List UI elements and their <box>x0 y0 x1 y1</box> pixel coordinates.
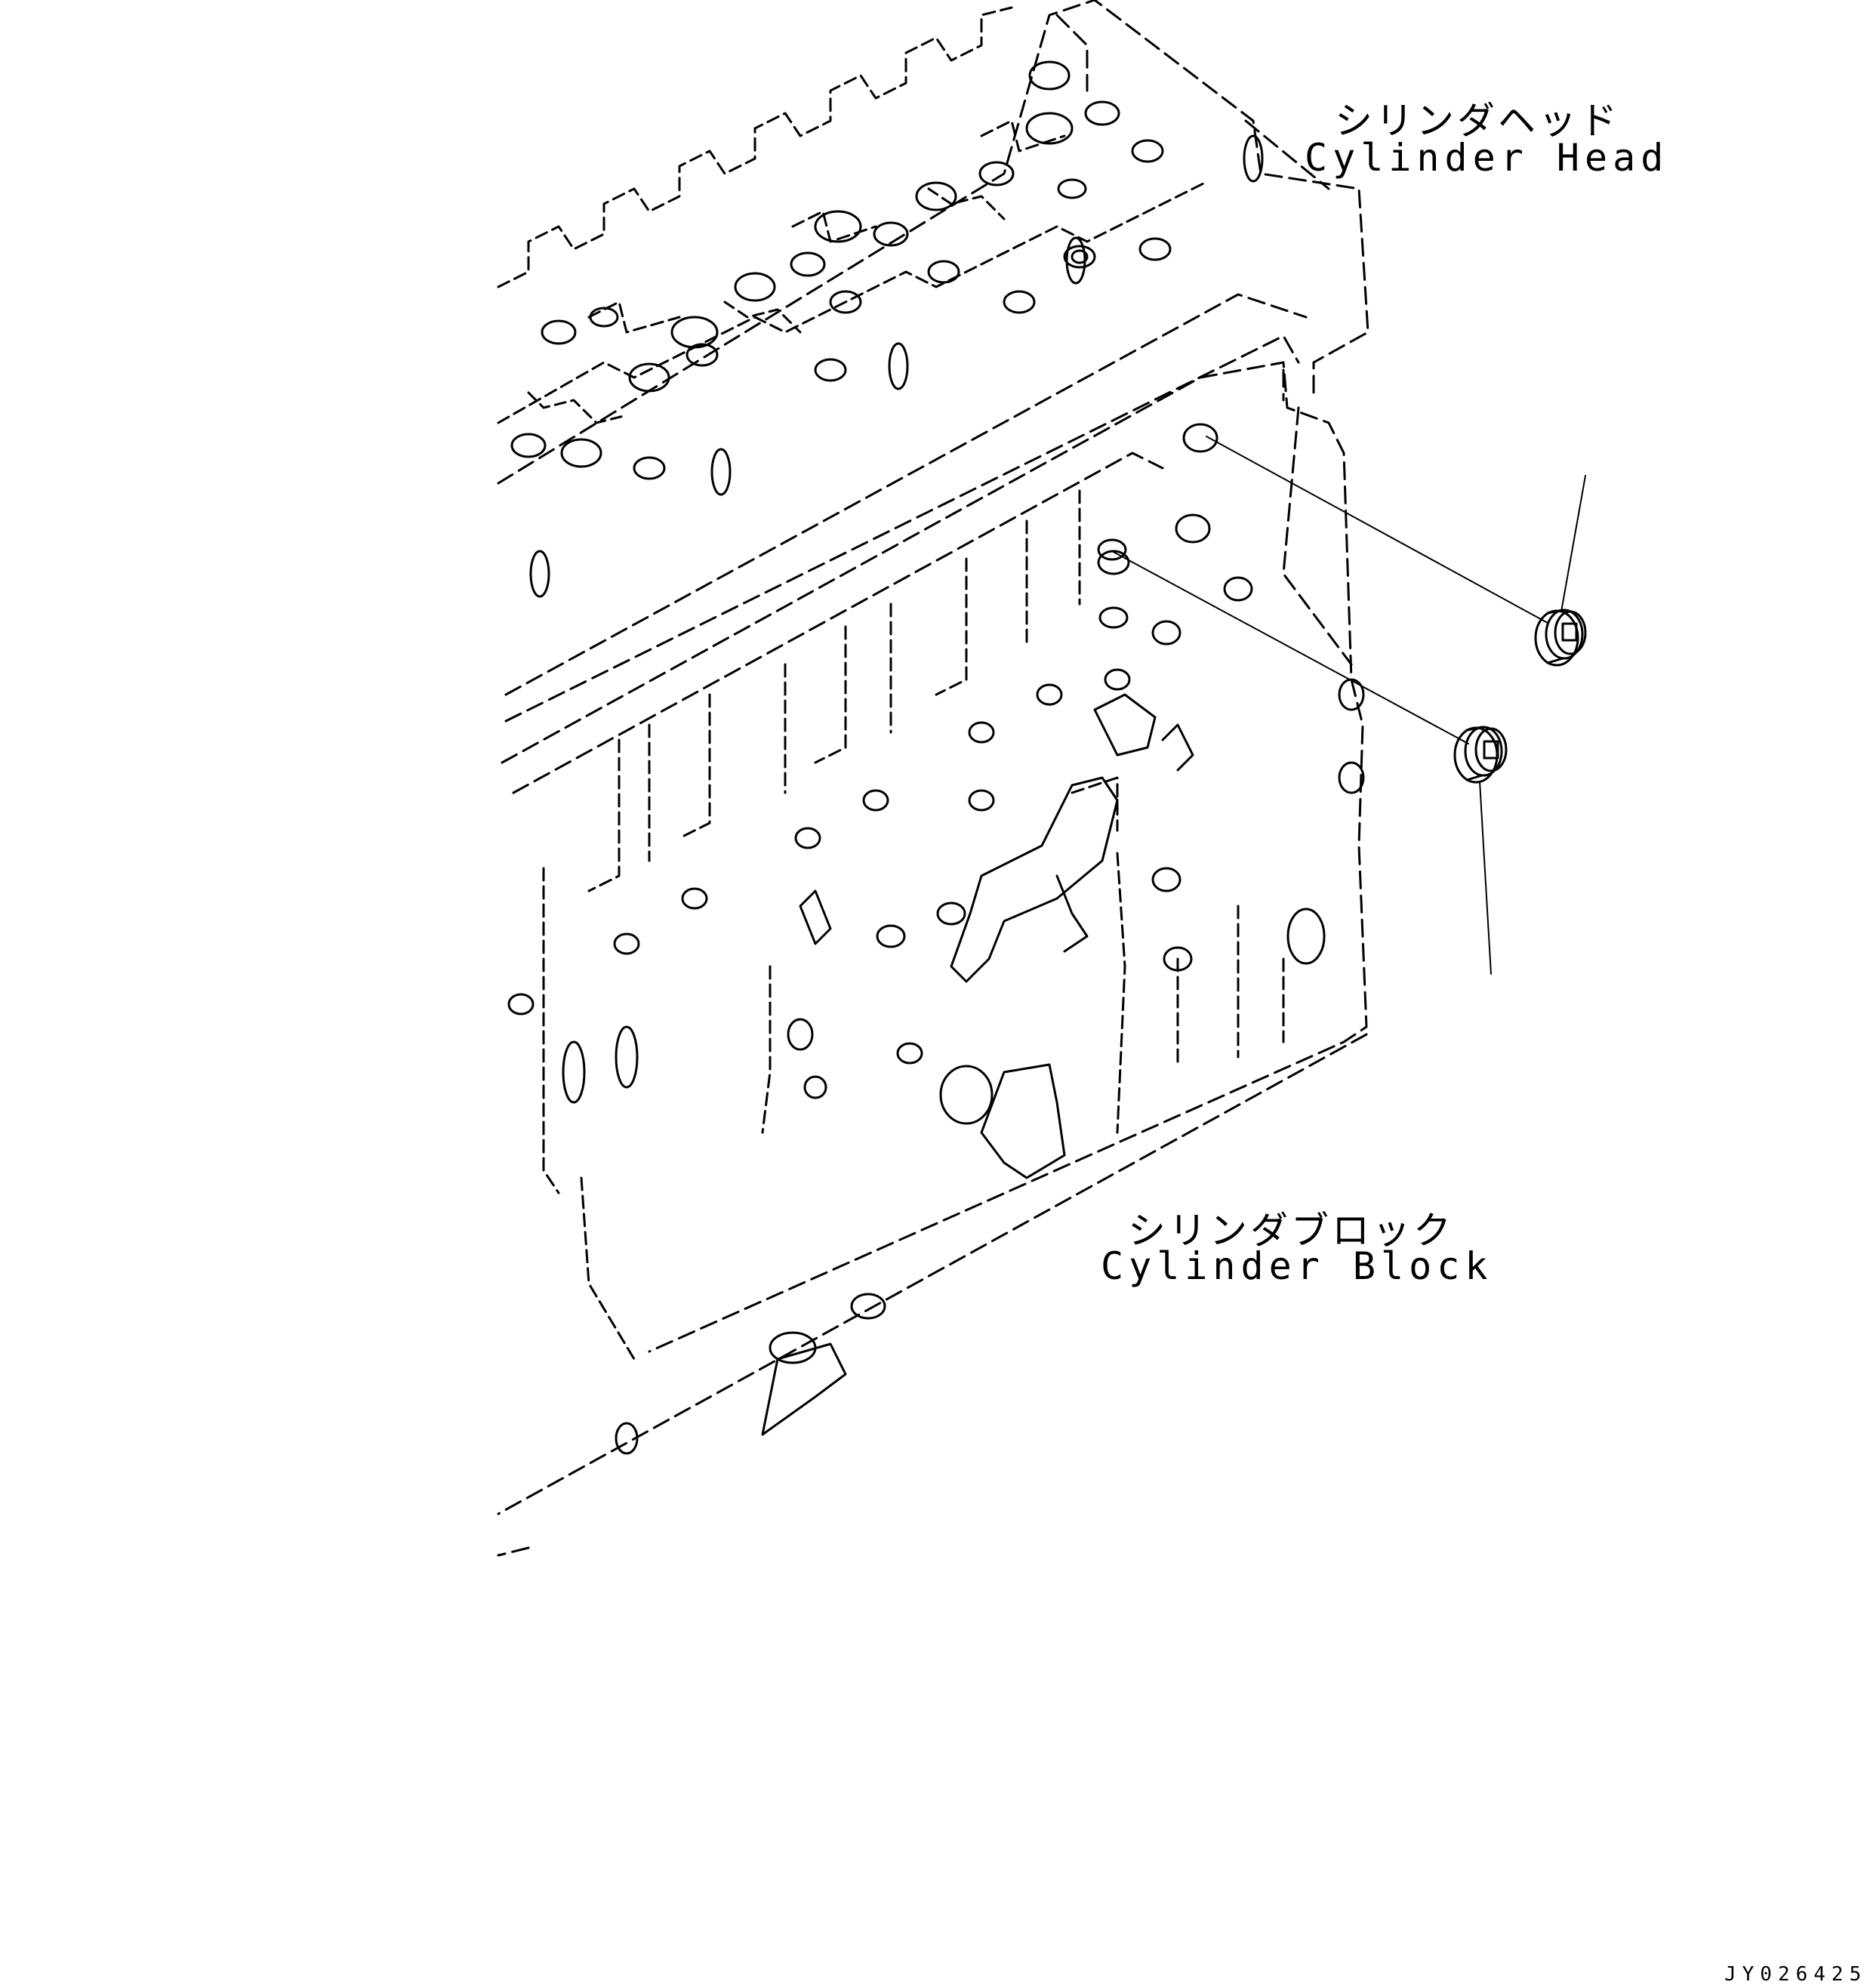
cylinder-head-label-en: Cylinder Head <box>1305 136 1669 180</box>
cylinder-block-outline <box>497 361 1368 1557</box>
cylinder-block-label-jp: シリンダブロック <box>1128 1209 1454 1253</box>
cylinder-block-label-en: Cylinder Block <box>1101 1244 1493 1288</box>
cylinder-head-features <box>510 60 1264 598</box>
cylinder-head-label-jp: シリンダヘッド <box>1335 99 1620 143</box>
cylinder-block-features <box>507 423 1365 1455</box>
cylinder-head-top-edge <box>497 6 1209 424</box>
cylinder-block-ribs <box>542 489 1285 1361</box>
plug-upper <box>1534 609 1587 667</box>
plug-lower <box>1453 726 1508 784</box>
leader-lines <box>1111 436 1586 975</box>
cylinder-head-outline <box>497 0 1369 723</box>
drawing-number: JY026425 <box>1724 1963 1867 1986</box>
